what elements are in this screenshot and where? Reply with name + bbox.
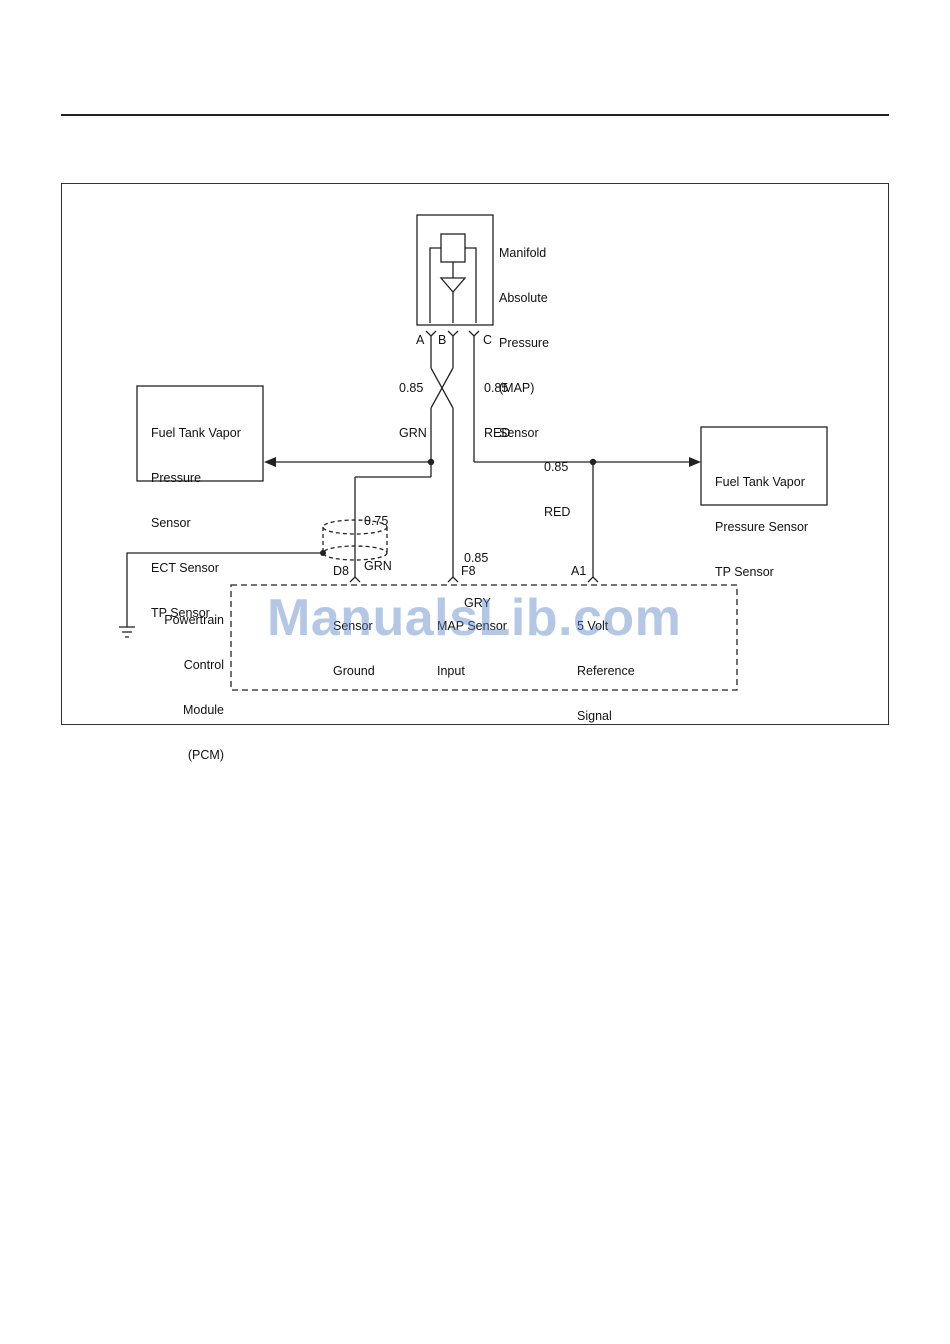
wire-gauge: 0.85	[399, 381, 424, 395]
right-arrow-head	[689, 457, 701, 467]
pcm-pin-a1	[587, 576, 599, 583]
map-label-line: Absolute	[499, 291, 548, 305]
wire-color: GRN	[399, 426, 427, 440]
wire-color: RED	[544, 505, 571, 519]
pcm-function-line: Sensor	[333, 619, 373, 633]
splice-left	[427, 458, 435, 466]
left-box-line: Pressure	[151, 471, 202, 485]
left-box-label: Fuel Tank Vapor Pressure Sensor ECT Sens…	[151, 396, 241, 636]
pin-d8-label: D8	[333, 564, 349, 578]
pcm-box	[230, 584, 738, 691]
wire-gauge: 0.85	[484, 381, 509, 395]
pin-a-label: A	[416, 333, 425, 347]
wire-color: RED	[484, 426, 511, 440]
pcm-function-line: MAP Sensor	[437, 619, 507, 633]
map-sensor-element	[440, 233, 466, 263]
pcm-function-line: Input	[437, 664, 465, 678]
wire-a-label: 0.85 GRN	[399, 351, 427, 456]
right-box-line: Fuel Tank Vapor	[715, 475, 805, 489]
wire-c-label: 0.85 RED	[484, 351, 510, 456]
map-sensor-label: Manifold Absolute Pressure (MAP) Sensor	[499, 216, 549, 456]
pin-c-connector	[468, 330, 480, 337]
left-box-line: TP Sensor	[151, 606, 210, 620]
map-sensor-box	[416, 214, 494, 326]
pin-b-label: B	[438, 333, 447, 347]
left-box-line: ECT Sensor	[151, 561, 219, 575]
watermark: ManualsLib.com	[267, 589, 682, 647]
right-box-line: TP Sensor	[715, 565, 774, 579]
left-sensor-box	[136, 385, 264, 482]
right-box-label: Fuel Tank Vapor Pressure Sensor TP Senso…	[715, 445, 808, 595]
pcm-label: Powertrain Control Module (PCM)	[140, 583, 224, 778]
pin-b-connector	[447, 330, 459, 337]
left-arrow-head	[264, 457, 276, 467]
pcm-pin-d8	[349, 576, 361, 583]
shield-bottom	[322, 545, 388, 561]
pcm-label-line: Module	[183, 703, 224, 717]
right-box-line: Pressure Sensor	[715, 520, 809, 534]
pcm-function-line: Reference	[577, 664, 635, 678]
map-label-line: (MAP)	[499, 381, 535, 395]
pcm-a1-function: 5 Volt Reference Signal	[577, 589, 635, 739]
crossover-wire-2	[430, 367, 454, 409]
pcm-pin-f8	[447, 576, 459, 583]
pcm-label-line: Control	[183, 658, 224, 672]
pcm-label-line: Powertrain	[164, 613, 224, 627]
left-box-line: Fuel Tank Vapor	[151, 426, 241, 440]
pcm-function-line: 5 Volt	[577, 619, 609, 633]
diagram-frame	[61, 183, 889, 725]
map-label-line: Sensor	[499, 426, 539, 440]
wire-gauge: 0.75	[364, 514, 389, 528]
pin-c-label: C	[483, 333, 493, 347]
right-sensor-box	[700, 426, 828, 506]
signal-wire-label: 0.85 GRY	[464, 521, 491, 626]
pin-a1-label: A1	[571, 564, 587, 578]
left-box-line: Sensor	[151, 516, 191, 530]
pcm-function-line: Ground	[333, 664, 375, 678]
page-header-rule	[61, 114, 889, 116]
pcm-function-line: Signal	[577, 709, 612, 723]
pcm-d8-function: Sensor Ground	[333, 589, 375, 694]
wire-color: GRN	[364, 559, 392, 573]
ground-wire-label: 0.75 GRN	[364, 484, 392, 589]
pin-a-connector	[425, 330, 437, 337]
wire-gauge: 0.85	[544, 460, 569, 474]
pcm-f8-function: MAP Sensor Input	[437, 589, 507, 694]
map-sensor-triangle	[439, 277, 467, 293]
wire-color: GRY	[464, 596, 491, 610]
red-branch-label: 0.85 RED	[544, 430, 570, 535]
pcm-label-line: (PCM)	[187, 748, 224, 762]
pin-f8-label: F8	[461, 564, 476, 578]
shield-drain-splice	[320, 550, 326, 556]
splice-right	[589, 458, 597, 466]
wire-gauge: 0.85	[464, 551, 489, 565]
map-label-line: Manifold	[499, 246, 547, 260]
map-label-line: Pressure	[499, 336, 550, 350]
